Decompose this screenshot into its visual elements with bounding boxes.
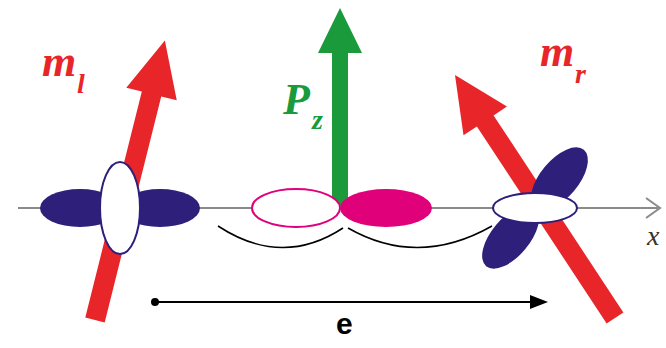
- p-orbital-lobe: [340, 189, 432, 227]
- moment-subscript: r: [575, 60, 586, 88]
- moment-arrow: [433, 61, 636, 333]
- hopping-arc: [348, 226, 492, 248]
- polarization-subscript: z: [312, 106, 323, 134]
- axis-label: x: [647, 222, 659, 250]
- orbital: [472, 138, 599, 279]
- p-orbital-lobe: [252, 189, 340, 227]
- orbital-lobe: [100, 162, 140, 254]
- polarization-arrow: [318, 8, 362, 210]
- moment-label: m: [42, 40, 76, 84]
- hopping-arc: [218, 226, 343, 248]
- vector-arrowhead: [530, 295, 548, 309]
- polarization-label: P: [283, 78, 310, 122]
- moment-arrow: [70, 34, 190, 326]
- orbital-lobe: [493, 193, 577, 223]
- moment-label: m: [540, 30, 574, 74]
- vector-arrow: [155, 301, 532, 303]
- axis-arrowhead: [646, 198, 660, 218]
- vector-label: e: [336, 309, 353, 339]
- moment-subscript: l: [77, 70, 85, 98]
